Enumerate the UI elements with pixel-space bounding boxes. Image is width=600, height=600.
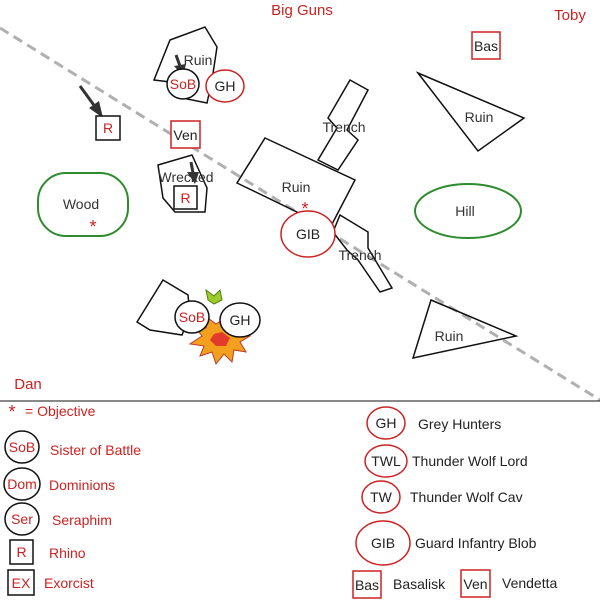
- legend-sob-abbr: SoB: [9, 439, 35, 455]
- trench-top-shape: [316, 78, 370, 171]
- legend-rhino-abbr: R: [16, 544, 26, 560]
- legend-bas-symbol: [352, 570, 382, 599]
- legend-ser-abbr: Ser: [11, 511, 33, 527]
- legend-gh-label: Grey Hunters: [418, 416, 501, 432]
- legend-ven-label: Vendetta: [502, 575, 557, 591]
- legend-sob-symbol: [4, 430, 40, 464]
- legend-exorcist-abbr: EX: [12, 575, 31, 591]
- unit-rhino-mid-label: R: [180, 190, 190, 206]
- unit-rhino-mid: [173, 185, 198, 210]
- legend-gib-label: Guard Infantry Blob: [415, 535, 537, 551]
- objective-marker-center: *: [301, 199, 308, 219]
- legend-tw-label: Thunder Wolf Cav: [410, 489, 523, 505]
- toby-label: Toby: [554, 7, 586, 24]
- unit-sob-bottom-label: SoB: [179, 309, 205, 325]
- hill-shape: [414, 183, 522, 239]
- legend-ser-label: Seraphim: [52, 512, 112, 528]
- ruin-bottom-right-label: Ruin: [435, 328, 464, 344]
- legend-objective-symbol: *: [8, 402, 15, 422]
- legend-gh-abbr: GH: [376, 415, 397, 431]
- ruin-top-shape: [152, 26, 218, 104]
- wood-label: Wood: [63, 196, 99, 212]
- unit-sob-top: [166, 68, 200, 100]
- ruin-center-label: Ruin: [282, 179, 311, 195]
- dan-label: Dan: [14, 376, 42, 393]
- legend-rhino-symbol: [9, 539, 34, 565]
- legend-dom-abbr: Dom: [7, 476, 37, 492]
- legend-gh-symbol: [366, 406, 406, 440]
- unit-sob-bottom: [174, 300, 210, 334]
- unit-gh-top-label: GH: [215, 78, 236, 94]
- wood-shape: [37, 172, 129, 237]
- legend-ven-abbr: Ven: [463, 576, 487, 592]
- legend-ven-symbol: [460, 569, 491, 598]
- unit-rhino-left-label: R: [103, 120, 113, 136]
- legend-gib-abbr: GIB: [371, 535, 395, 551]
- objective-marker-wood: *: [89, 217, 96, 237]
- unit-ven-top: [170, 120, 201, 149]
- legend-twl-symbol: [364, 444, 408, 478]
- legend-ser-symbol: [4, 502, 40, 536]
- unit-ven-top-label: Ven: [173, 127, 197, 143]
- legend-objective-label: = Objective: [25, 403, 96, 419]
- legend-tw-symbol: [361, 480, 401, 514]
- ruin-top-label: Ruin: [184, 52, 213, 68]
- legend-bas-abbr: Bas: [355, 577, 379, 593]
- ruin-right-label: Ruin: [465, 109, 494, 125]
- unit-rhino-left: [95, 115, 121, 141]
- unit-gh-bottom-label: GH: [230, 312, 251, 328]
- legend-rhino-label: Rhino: [49, 545, 86, 561]
- hill-label: Hill: [455, 203, 474, 219]
- wrecked-shape: [157, 154, 208, 213]
- legend-dom-label: Dominions: [49, 477, 115, 493]
- unit-bas-top-label: Bas: [474, 38, 498, 54]
- ruin-right-shape: [415, 71, 526, 153]
- ruin-bottom-right-shape: [411, 298, 519, 360]
- big-guns-label: Big Guns: [271, 2, 333, 19]
- unit-gib-center-label: GIB: [296, 226, 320, 242]
- legend-twl-abbr: TWL: [371, 453, 401, 469]
- unit-gib-center: [280, 210, 336, 258]
- legend-gib-symbol: [355, 520, 411, 566]
- legend-dom-symbol: [3, 467, 41, 501]
- legend-tw-abbr: TW: [370, 489, 393, 505]
- movement-arrow-left: [78, 85, 103, 118]
- legend-exorcist-symbol: [7, 569, 35, 596]
- trench-mid-label: Trench: [338, 247, 381, 263]
- legend-bas-label: Basalisk: [393, 576, 446, 592]
- legend-exorcist-label: Exorcist: [44, 575, 94, 591]
- unit-bas-top: [471, 31, 501, 60]
- trench-mid-shape: [332, 213, 394, 293]
- legend-sob-label: Sister of Battle: [50, 442, 141, 458]
- trench-top-label: Trench: [322, 119, 365, 135]
- legend-twl-label: Thunder Wolf Lord: [412, 453, 528, 469]
- movement-arrow-mid: [187, 161, 199, 184]
- unit-gh-bottom: [219, 302, 261, 338]
- wrecked-label: Wrecked: [159, 169, 214, 185]
- unit-sob-top-label: SoB: [170, 76, 196, 92]
- unit-gh-top: [205, 69, 245, 103]
- ruin-bottom-left-shape: [135, 278, 191, 336]
